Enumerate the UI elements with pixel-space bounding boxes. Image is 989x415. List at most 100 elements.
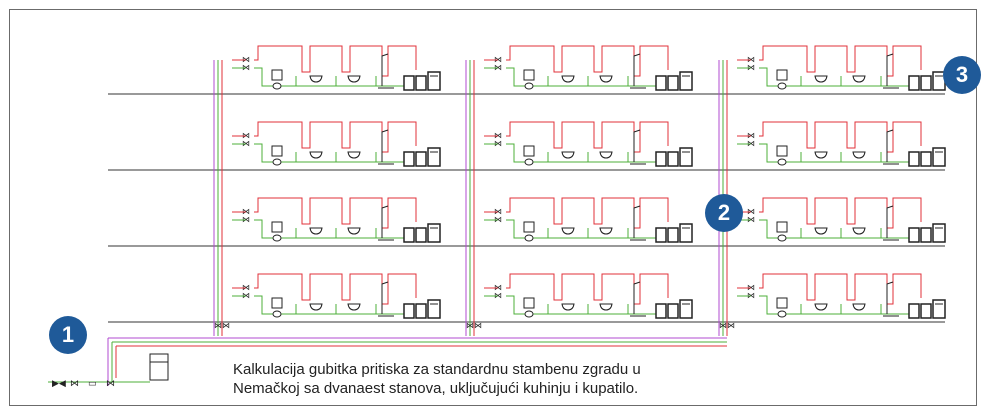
washbasin-icon: [814, 227, 828, 235]
washbasin-icon: [852, 75, 866, 83]
hot-water-loop: [506, 197, 669, 229]
washbasin-icon: [309, 303, 323, 311]
washing-machine-icon: [427, 299, 441, 319]
shower-icon: [886, 205, 894, 238]
washbasin-icon: [561, 75, 575, 83]
washbasin-icon: [347, 227, 361, 235]
shower-icon: [886, 129, 894, 162]
kitchen-sink-icon: [908, 227, 920, 243]
washing-machine-icon: [679, 71, 693, 91]
shower-icon: [886, 281, 894, 314]
washbasin-icon: [599, 227, 613, 235]
washing-machine-icon: [679, 299, 693, 319]
washbasin-icon: [309, 151, 323, 159]
washbasin-icon: [561, 303, 575, 311]
wc-icon: [776, 145, 788, 157]
kitchen-sink-icon: [403, 75, 415, 91]
apartment-unit: ⋈⋈: [232, 121, 441, 167]
washing-machine-icon: [427, 223, 441, 243]
washbasin-icon: [347, 303, 361, 311]
apartment-unit: ⋈⋈: [232, 273, 441, 319]
wc-bowl-icon: [777, 234, 787, 242]
washbasin-icon: [814, 303, 828, 311]
wc-bowl-icon: [777, 158, 787, 166]
kitchen-sink-icon: [655, 303, 667, 319]
dishwasher-icon: [415, 75, 427, 91]
wc-icon: [271, 221, 283, 233]
dishwasher-icon: [667, 151, 679, 167]
apartment-unit: ⋈⋈: [484, 121, 693, 167]
wc-bowl-icon: [524, 310, 534, 318]
hot-water-loop: [254, 45, 417, 77]
hot-water-loop: [759, 45, 922, 77]
wc-icon: [271, 297, 283, 309]
kitchen-sink-icon: [403, 151, 415, 167]
hot-water-loop: [506, 273, 669, 305]
apartment-unit: ⋈⋈: [737, 197, 946, 243]
apartment-unit: ⋈⋈: [737, 121, 946, 167]
washing-machine-icon: [427, 71, 441, 91]
washing-machine-icon: [932, 299, 946, 319]
kitchen-sink-icon: [908, 75, 920, 91]
washbasin-icon: [599, 151, 613, 159]
hot-water-loop: [254, 273, 417, 305]
hot-water-loop: [254, 121, 417, 153]
apartment-unit: ⋈⋈: [484, 45, 693, 91]
drawing-frame: [9, 9, 977, 406]
supply-fitting-icon: ▭: [88, 379, 97, 389]
dishwasher-icon: [415, 151, 427, 167]
washbasin-icon: [599, 303, 613, 311]
washing-machine-icon: [679, 147, 693, 167]
washbasin-icon: [852, 227, 866, 235]
kitchen-sink-icon: [655, 227, 667, 243]
supply-fitting-icon: ▶◀: [52, 379, 66, 389]
washbasin-icon: [852, 151, 866, 159]
wc-bowl-icon: [777, 82, 787, 90]
dishwasher-icon: [415, 227, 427, 243]
wc-bowl-icon: [777, 310, 787, 318]
apartment-unit: ⋈⋈: [737, 45, 946, 91]
riser-valve-marks: ⋈⋈: [466, 321, 482, 330]
kitchen-sink-icon: [655, 151, 667, 167]
riser-valve-marks: ⋈⋈: [719, 321, 735, 330]
wc-icon: [523, 221, 535, 233]
hot-water-loop: [759, 121, 922, 153]
apartment-units: ⋈⋈⋈⋈⋈⋈⋈⋈⋈⋈⋈⋈⋈⋈⋈⋈⋈⋈⋈⋈⋈⋈⋈⋈: [232, 45, 946, 319]
wc-icon: [523, 145, 535, 157]
water-heater-icon: [149, 353, 169, 381]
hot-water-loop: [506, 45, 669, 77]
apartment-unit: ⋈⋈: [484, 197, 693, 243]
kitchen-sink-icon: [908, 151, 920, 167]
wc-bowl-icon: [272, 234, 282, 242]
kitchen-sink-icon: [403, 303, 415, 319]
washbasin-icon: [814, 75, 828, 83]
kitchen-sink-icon: [655, 75, 667, 91]
shower-icon: [633, 53, 641, 86]
dishwasher-icon: [920, 303, 932, 319]
hot-water-loop: [254, 197, 417, 229]
washbasin-icon: [599, 75, 613, 83]
wc-bowl-icon: [524, 82, 534, 90]
washing-machine-icon: [932, 147, 946, 167]
washbasin-icon: [814, 151, 828, 159]
caption-line-1: Kalkulacija gubitka pritiska za standard…: [233, 361, 641, 378]
shower-icon: [381, 53, 389, 86]
caption-line-2: Nemačkoj sa dvanaest stanova, uključujuć…: [233, 380, 639, 397]
shower-icon: [633, 129, 641, 162]
wc-icon: [523, 69, 535, 81]
dishwasher-icon: [920, 151, 932, 167]
wc-icon: [776, 297, 788, 309]
wc-bowl-icon: [272, 82, 282, 90]
callout-badge-1: 1: [49, 316, 87, 354]
shower-icon: [633, 205, 641, 238]
dishwasher-icon: [667, 303, 679, 319]
wc-icon: [776, 221, 788, 233]
washbasin-icon: [347, 75, 361, 83]
hot-water-loop: [759, 273, 922, 305]
diagram-caption: Kalkulacija gubitka pritiska za standard…: [233, 360, 793, 398]
kitchen-sink-icon: [908, 303, 920, 319]
wc-icon: [776, 69, 788, 81]
shower-icon: [381, 281, 389, 314]
